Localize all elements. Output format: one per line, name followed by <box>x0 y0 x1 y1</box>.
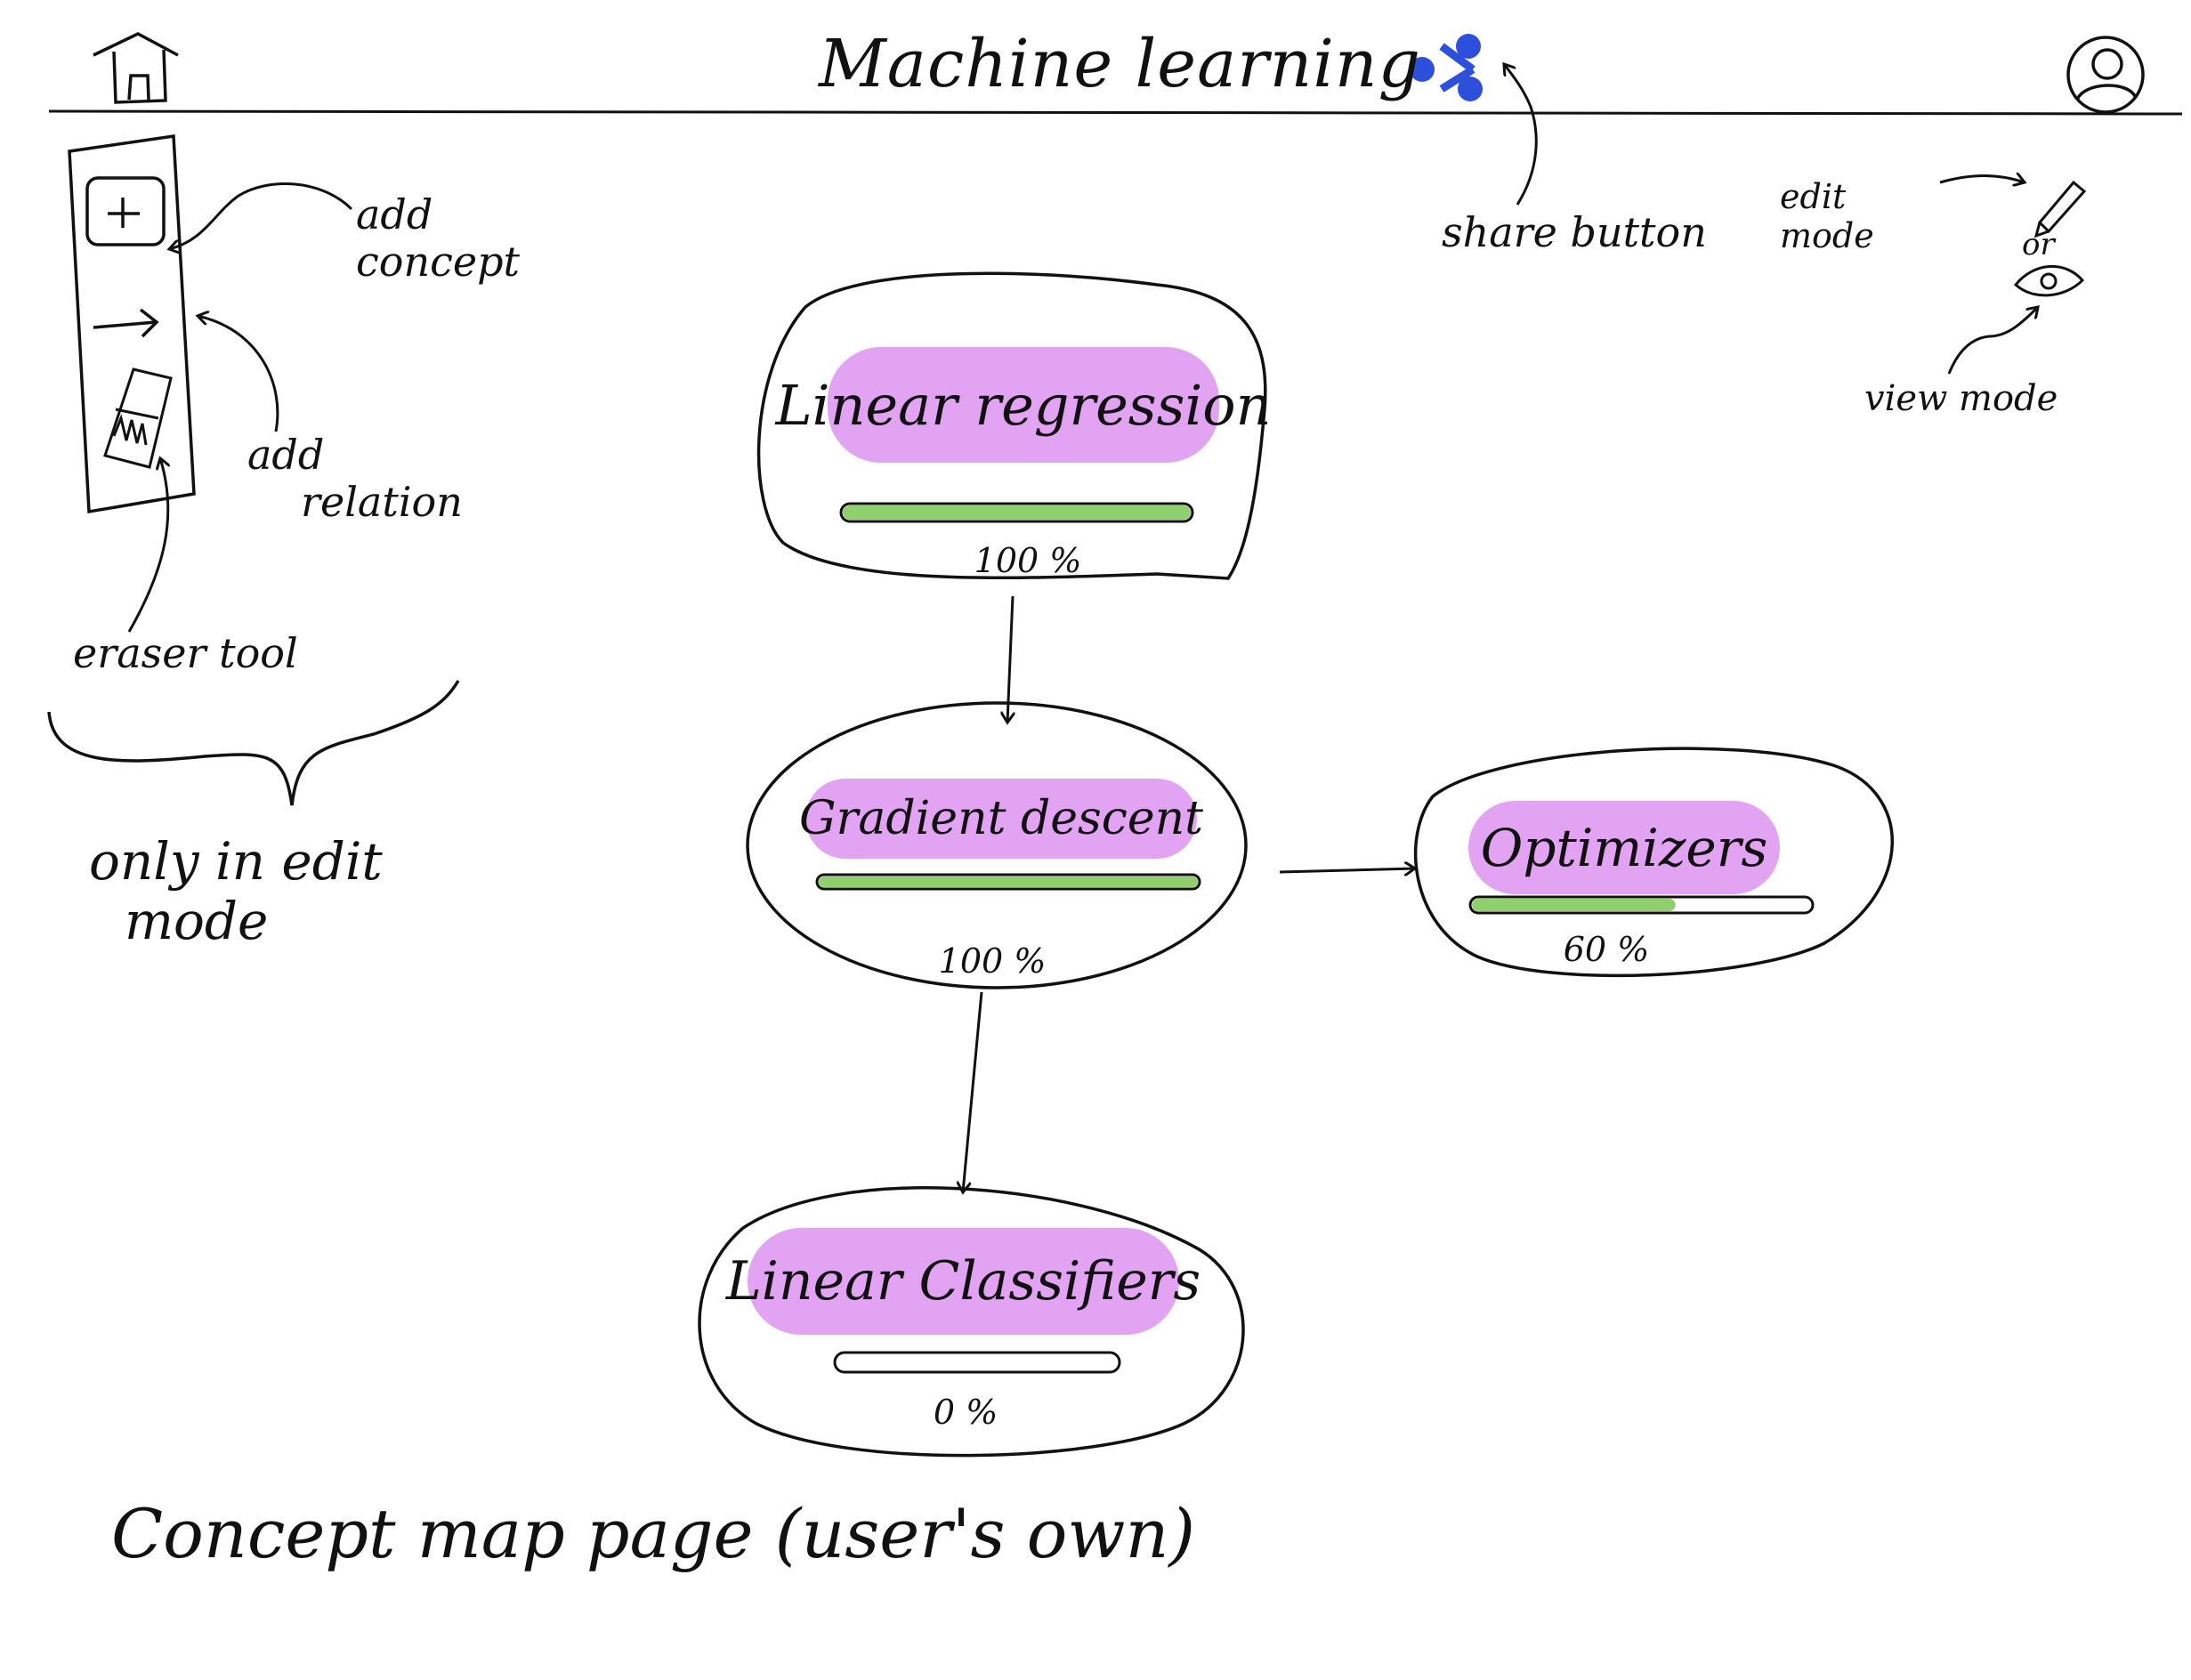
add-relation-annotation-line2: relation <box>301 477 463 526</box>
home-icon[interactable] <box>93 32 179 104</box>
add-relation-annotation-line1: add <box>247 431 325 479</box>
view-mode-annotation: view mode <box>1864 378 2058 419</box>
edit-mode-annotation: edit mode <box>1780 177 1874 255</box>
relation-arrow-gradient-to-classifiers[interactable] <box>963 991 983 1192</box>
progress-text-optimizers: 60 % <box>1563 930 1650 969</box>
concept-bubble-linear-regression[interactable] <box>756 271 1267 580</box>
tool-panel <box>68 133 196 514</box>
share-button-annotation: share button <box>1442 208 1707 256</box>
header-divider <box>48 109 2183 116</box>
progress-text-linear-classifiers: 0 % <box>933 1393 998 1432</box>
progress-track-gradient-descent <box>815 873 1201 891</box>
progress-fill-optimizers <box>1472 899 1676 911</box>
user-profile-icon[interactable] <box>2066 36 2145 114</box>
edit-mode-arrow <box>1939 176 2025 183</box>
concept-label-linear-regression[interactable]: Linear regression <box>776 347 1272 463</box>
relation-arrow-regression-to-gradient[interactable] <box>1007 595 1013 723</box>
add-relation-tool[interactable] <box>93 308 159 338</box>
progress-track-optimizers <box>1468 895 1815 915</box>
concept-bubble-linear-classifiers[interactable] <box>698 1186 1245 1458</box>
concept-bubble-gradient-descent[interactable] <box>746 701 1248 989</box>
progress-text-gradient-descent: 100 % <box>938 941 1047 981</box>
add-relation-annotation: add relation <box>247 432 463 526</box>
edit-only-line2: mode <box>125 890 269 951</box>
progress-text-linear-regression: 100 % <box>974 541 1082 580</box>
view-mode-arrow <box>1947 307 2038 375</box>
progress-fill-linear-regression <box>843 505 1191 520</box>
edit-mode-annotation-line1: edit <box>1780 177 1847 216</box>
share-annotation-arrow <box>1504 64 1538 206</box>
pencil-icon[interactable] <box>2033 180 2087 238</box>
add-concept-annotation-line1: add <box>356 190 433 238</box>
page-caption: Concept map page (user's own) <box>111 1494 1196 1573</box>
edit-mode-annotation-line2: mode <box>1780 215 1874 255</box>
progress-track-linear-regression <box>839 502 1194 523</box>
concept-label-optimizers[interactable]: Optimizers <box>1468 801 1780 894</box>
add-concept-arrow <box>169 182 353 249</box>
concept-bubble-optimizers[interactable] <box>1413 747 1894 978</box>
eraser-annotation: eraser tool <box>73 629 298 677</box>
progress-fill-gradient-descent <box>819 876 1198 887</box>
add-concept-annotation: add concept <box>356 191 520 286</box>
or-annotation: or <box>2022 227 2055 262</box>
edit-only-line1: only in edit <box>89 831 383 892</box>
concept-label-linear-classifiers[interactable]: Linear Classifiers <box>726 1228 1201 1335</box>
eraser-tool[interactable] <box>103 368 173 469</box>
concept-label-gradient-descent[interactable]: Gradient descent <box>799 779 1203 859</box>
add-concept-tool[interactable] <box>85 176 166 246</box>
progress-track-linear-classifiers <box>833 1351 1121 1374</box>
add-relation-arrow <box>198 316 279 432</box>
share-icon[interactable] <box>1410 34 1483 101</box>
relation-arrow-gradient-to-optimizers[interactable] <box>1279 868 1415 872</box>
edit-mode-brace <box>47 680 460 806</box>
eye-icon[interactable] <box>2013 265 2085 297</box>
page-title: Machine learning <box>819 26 1421 102</box>
eraser-arrow <box>127 458 168 633</box>
add-concept-annotation-line2: concept <box>356 237 520 286</box>
edit-only-annotation: only in edit mode <box>89 832 383 950</box>
